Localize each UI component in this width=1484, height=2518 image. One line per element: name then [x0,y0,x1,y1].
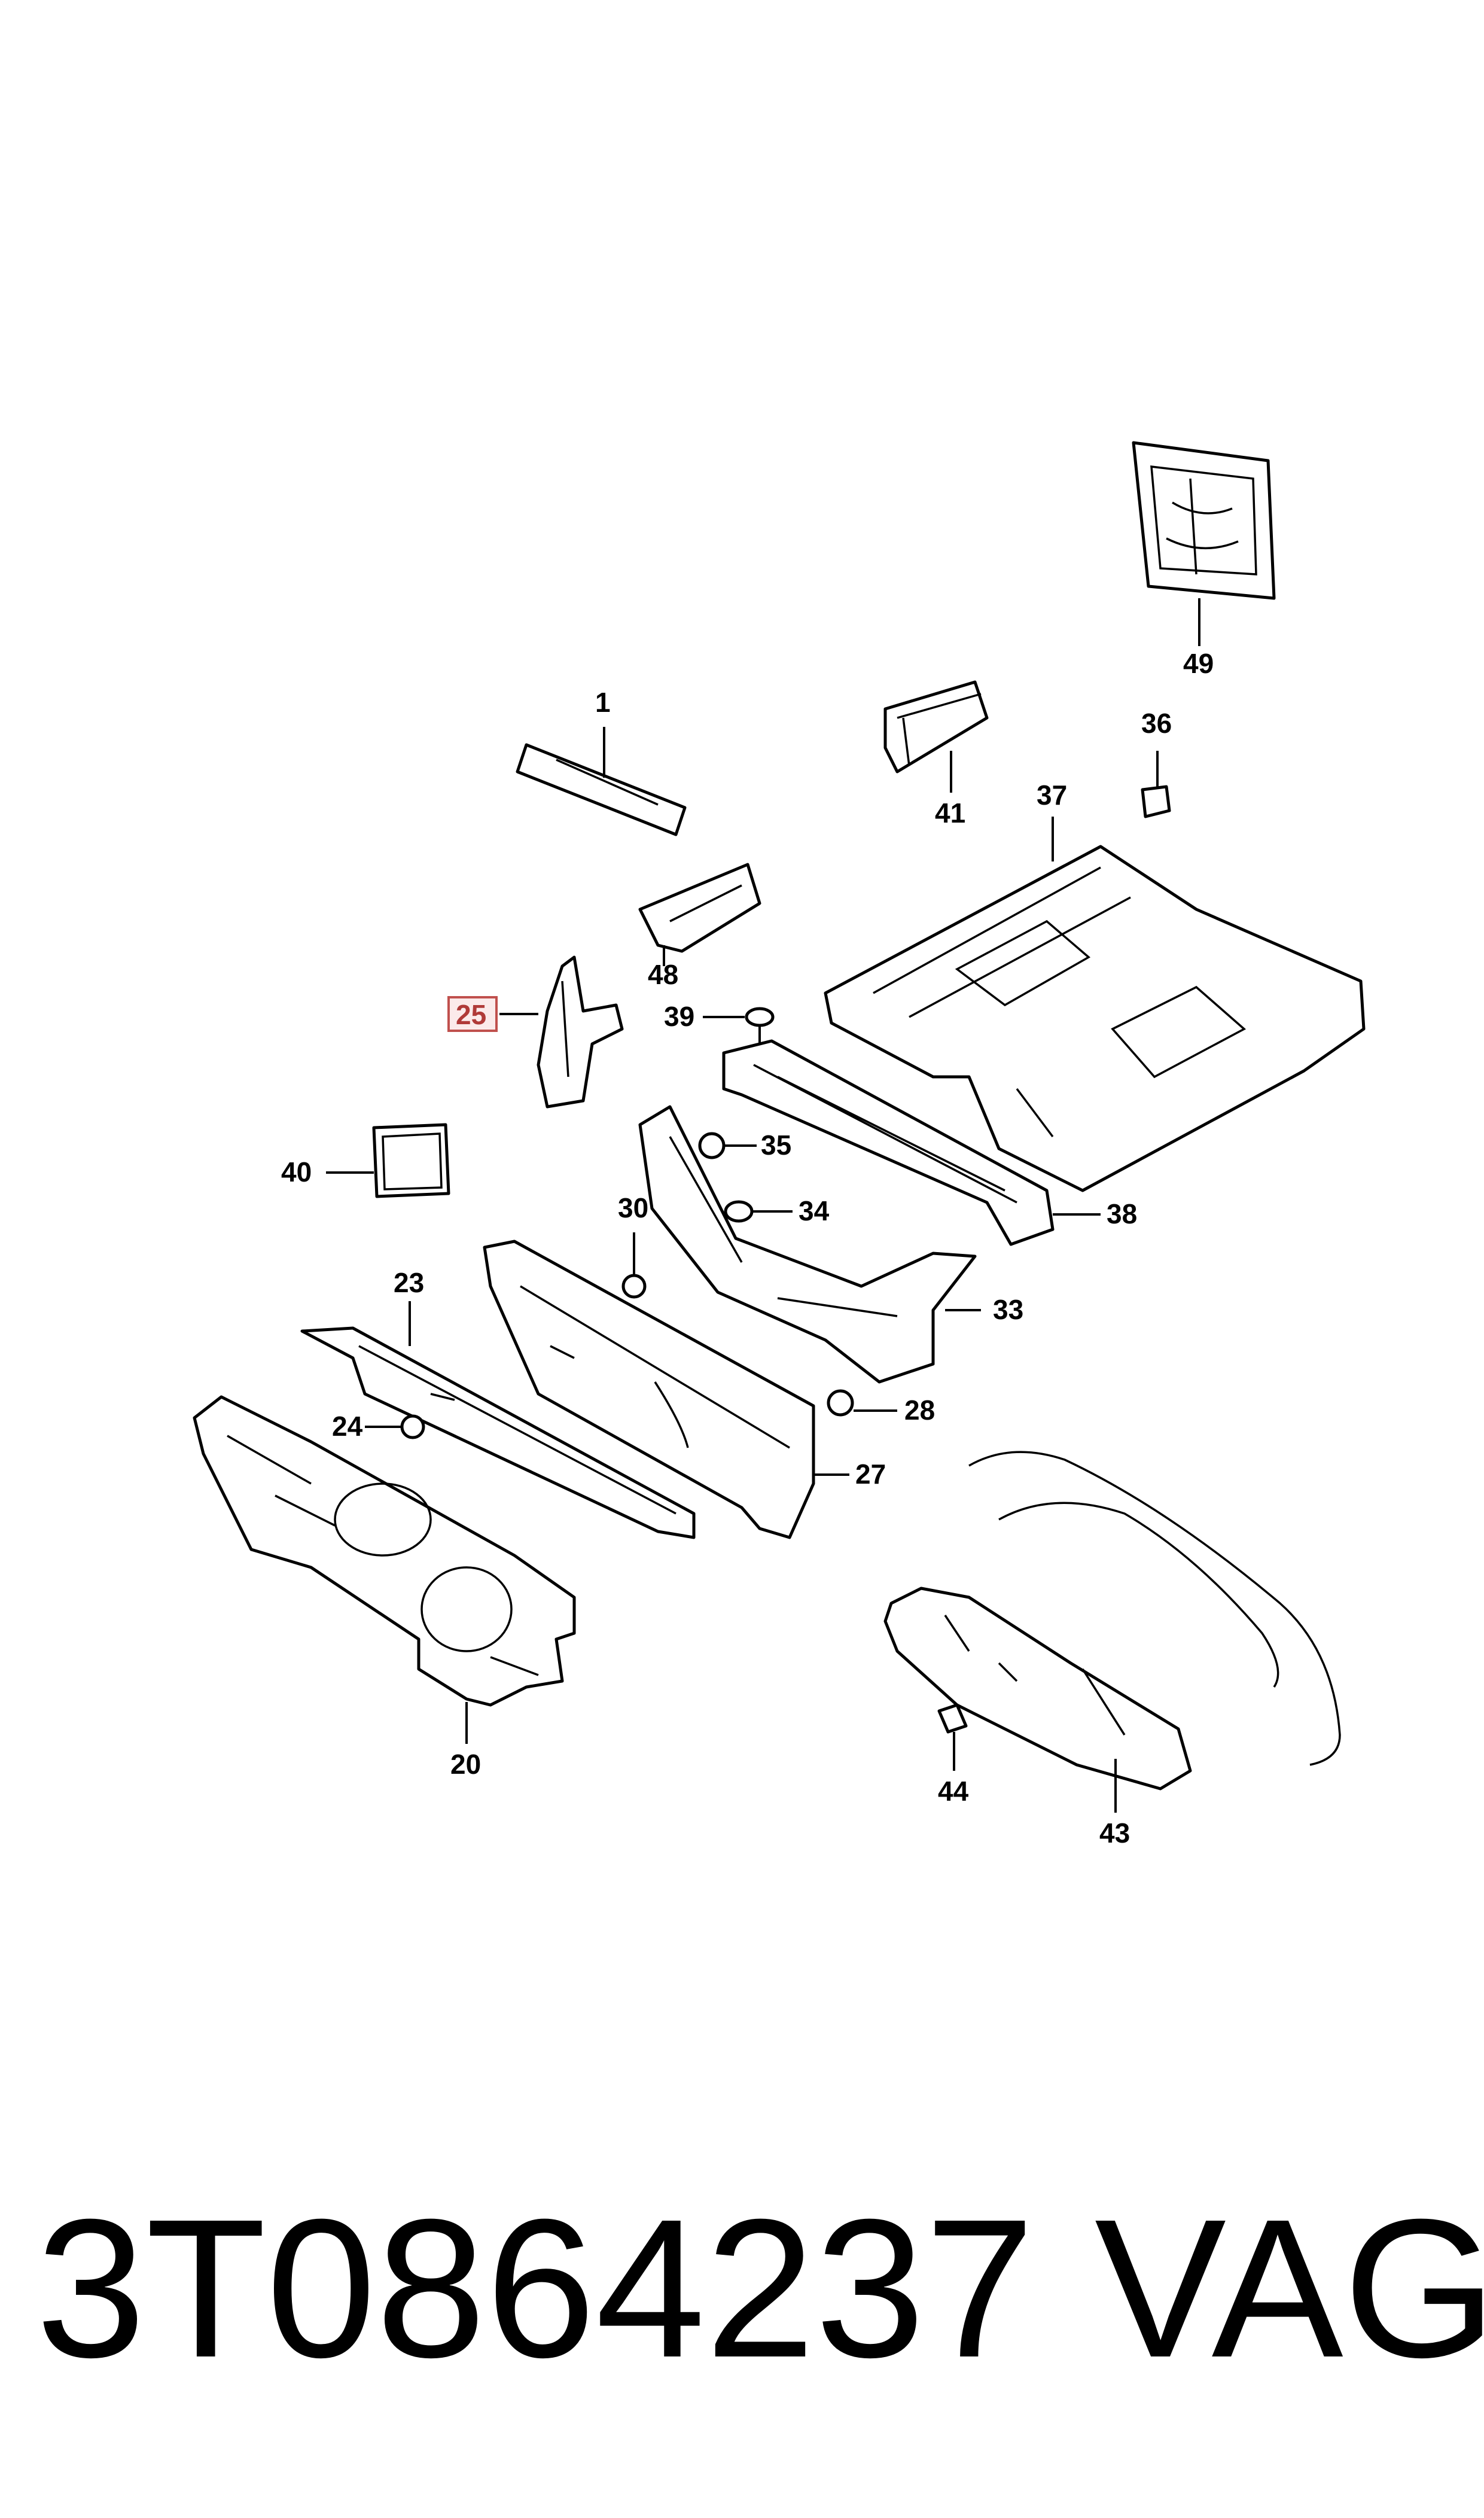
part-24-grommet[interactable] [365,1414,425,1439]
part-41-insulation-block[interactable] [883,680,989,793]
callout-25: 25 [456,999,486,1030]
callout-28: 28 [904,1395,935,1426]
part-23-bulkhead-strip[interactable] [300,1301,696,1539]
callout-37: 37 [1037,780,1067,811]
part-37-floor-insulation[interactable] [824,817,1366,1192]
part-34-clip[interactable] [724,1200,793,1223]
part-33-tunnel-insulation[interactable] [638,1105,981,1384]
part-43-bonnet-insulation[interactable] [883,1451,1341,1813]
callout-25-highlight[interactable]: 25 [447,996,498,1032]
part-25-insulation-piece[interactable] [499,955,624,1109]
part-44-clip[interactable] [937,1703,968,1771]
callout-34: 34 [799,1195,830,1226]
callout-27: 27 [855,1459,886,1490]
callout-48: 48 [648,959,678,990]
part-49-insulation-mat[interactable] [1132,441,1276,646]
callout-44: 44 [938,1776,969,1807]
part-20-dash-insulation[interactable] [193,1395,576,1744]
callout-35: 35 [761,1129,791,1161]
callout-36: 36 [1141,708,1172,739]
part-35-clip[interactable] [698,1132,757,1159]
callout-23: 23 [394,1267,424,1298]
callout-33: 33 [993,1294,1023,1325]
part-36-clip[interactable] [1141,751,1171,818]
callout-1: 1 [595,687,611,718]
callout-30: 30 [618,1192,648,1223]
callout-24: 24 [332,1411,363,1442]
callout-20: 20 [450,1749,481,1780]
callout-39: 39 [664,1001,694,1032]
part-28-grommet[interactable] [827,1389,897,1417]
callout-41: 41 [935,797,965,829]
part-48-insulation-pad[interactable] [638,863,761,966]
part-1-damping-strip[interactable] [516,727,687,836]
part-40-foam-pad[interactable] [326,1123,450,1198]
callout-43: 43 [1099,1817,1130,1849]
brand-label: VAG [1095,2178,1484,2398]
part-38-crossmember-insulation[interactable] [722,1039,1101,1246]
part-number: 3T0864237 [36,2178,1035,2398]
part-30-clip[interactable] [621,1232,647,1299]
part-27-bulkhead-insulation[interactable] [483,1240,849,1539]
callout-49: 49 [1183,648,1214,679]
callout-40: 40 [281,1156,312,1188]
callout-38: 38 [1107,1198,1137,1229]
